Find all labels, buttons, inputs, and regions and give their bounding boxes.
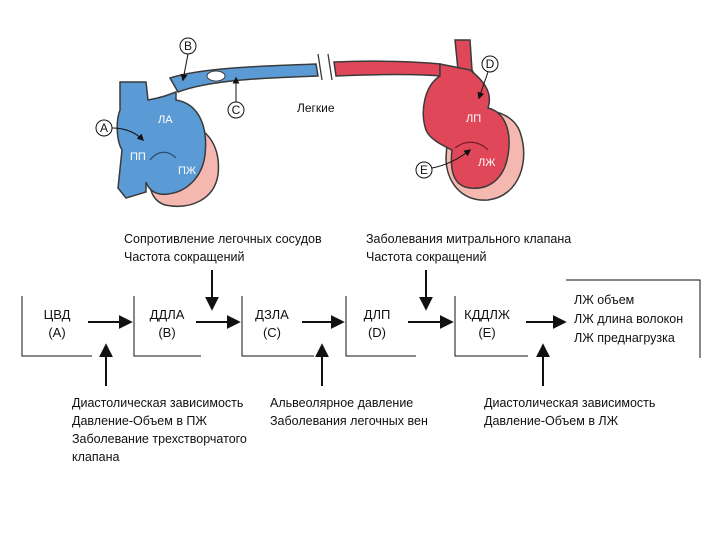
marker-c: C xyxy=(227,76,245,119)
chain-cvd-code: (A) xyxy=(48,325,65,340)
bottom-note-first-line-1: Диастолическая зависимость xyxy=(72,396,243,410)
top-note-left-line-2: Частота сокращений xyxy=(124,250,245,264)
label-ra: ПП xyxy=(130,151,146,163)
heart-illustration: ЛА ПП ПЖ ЛП ЛЖ Легкие B C A D E xyxy=(95,37,525,207)
marker-d: D xyxy=(477,55,499,100)
svg-text:D: D xyxy=(486,57,495,71)
svg-text:E: E xyxy=(420,163,428,177)
svg-text:C: C xyxy=(232,103,241,117)
bottom-note-third: Диастолическая зависимость Давление-Объе… xyxy=(484,343,655,428)
label-la: ЛА xyxy=(158,114,173,126)
svg-text:B: B xyxy=(184,39,192,53)
chain-dzla-name: ДЗЛА xyxy=(255,307,289,322)
top-note-right-line-1: Заболевания митрального клапана xyxy=(366,232,571,246)
bottom-note-second-line-1: Альвеолярное давление xyxy=(270,396,413,410)
top-note-right: Заболевания митрального клапана Частота … xyxy=(366,232,571,311)
label-lv: ЛЖ xyxy=(478,157,495,169)
bottom-note-first-line-2: Давление-Объем в ПЖ xyxy=(72,414,207,428)
chain-kddlzh-name: КДДЛЖ xyxy=(464,307,510,322)
chain-kddlzh-code: (E) xyxy=(478,325,495,340)
bottom-note-second: Альвеолярное давление Заболевания легочн… xyxy=(270,343,428,428)
marker-b: B xyxy=(179,37,197,82)
right-heart xyxy=(116,63,319,207)
chain-ddla-name: ДДЛА xyxy=(150,307,185,322)
bottom-note-third-line-1: Диастолическая зависимость xyxy=(484,396,655,410)
top-note-left: Сопротивление легочных сосудов Частота с… xyxy=(124,232,322,311)
chain-dlp-code: (D) xyxy=(368,325,386,340)
bottom-note-first-line-3: Заболевание трехстворчатого xyxy=(72,432,247,446)
outcome-line-1: ЛЖ объем xyxy=(574,293,634,307)
top-note-right-line-2: Частота сокращений xyxy=(366,250,487,264)
outcome-box: ЛЖ объем ЛЖ длина волокон ЛЖ преднагрузк… xyxy=(566,279,701,358)
label-lp: ЛП xyxy=(466,113,481,125)
chain-ddla-code: (B) xyxy=(158,325,175,340)
label-rv: ПЖ xyxy=(178,165,196,177)
marker-e: E xyxy=(415,149,472,179)
bottom-note-first-line-4: клапана xyxy=(72,450,119,464)
bottom-note-second-line-2: Заболевания легочных вен xyxy=(270,414,428,428)
outcome-line-2: ЛЖ длина волокон xyxy=(574,312,683,326)
chain-dlp-name: ДЛП xyxy=(364,307,391,322)
chain-cvd-name: ЦВД xyxy=(44,307,71,322)
label-lungs: Легкие xyxy=(297,101,335,115)
marker-a: A xyxy=(95,119,144,141)
pressure-chain: ЦВД (A) ДДЛА (B) ДЗЛА (C) ДЛП (D) КДДЛЖ … xyxy=(21,296,567,357)
outcome-line-3: ЛЖ преднагрузка xyxy=(574,331,675,345)
chain-dzla-code: (C) xyxy=(263,325,281,340)
bottom-note-third-line-2: Давление-Объем в ЛЖ xyxy=(484,414,619,428)
bottom-note-first: Диастолическая зависимость Давление-Объе… xyxy=(72,343,247,464)
top-note-left-line-1: Сопротивление легочных сосудов xyxy=(124,232,322,246)
svg-text:A: A xyxy=(100,121,108,135)
